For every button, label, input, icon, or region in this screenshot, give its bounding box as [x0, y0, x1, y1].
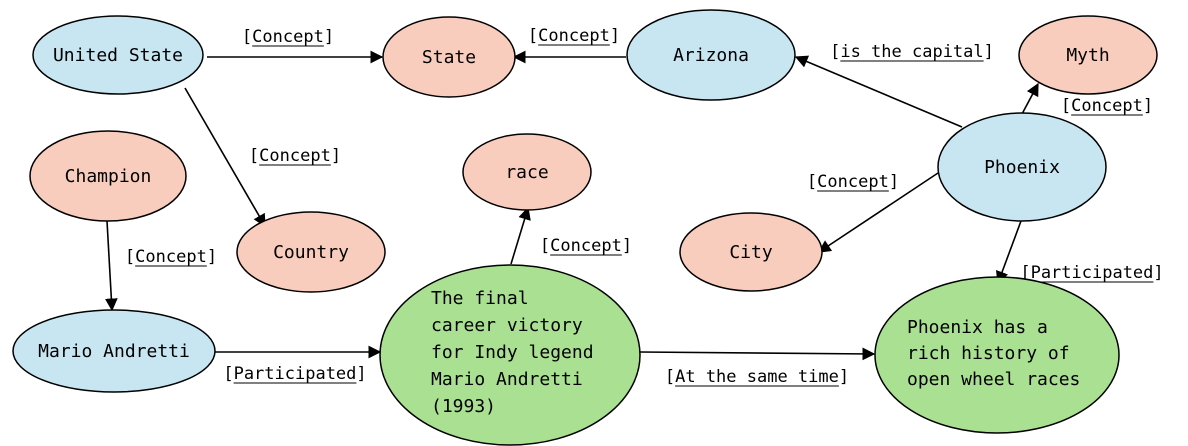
- node-myth-label: Myth: [1066, 45, 1109, 66]
- node-race: race: [462, 133, 592, 211]
- edge-label-mario-victory: [Participated]: [223, 364, 366, 384]
- edge-champion-mario: [104, 220, 118, 312]
- node-phoenix-label: Phoenix: [984, 157, 1060, 178]
- node-phoenix: Phoenix: [937, 112, 1107, 222]
- edge-phoenix-myth: [1021, 82, 1039, 115]
- edge-label-text: [Participated]: [223, 364, 366, 384]
- node-country-label: Country: [273, 242, 349, 263]
- edge-label-arizona-state: [Concept]: [528, 26, 620, 46]
- edge-label-united-state-country: [Concept]: [249, 146, 341, 166]
- edge-label-phoenix-history: [Participated]: [1020, 263, 1163, 283]
- node-country: Country: [236, 211, 386, 293]
- edge-label-text: [Concept]: [242, 27, 334, 47]
- edge-phoenix-city: [817, 172, 939, 253]
- node-united-state-label: United State: [53, 45, 183, 66]
- node-united-state: United State: [32, 15, 204, 95]
- node-state-shape: [382, 16, 516, 98]
- edge-label-text: [is the capital]: [830, 42, 994, 62]
- node-race-shape: [462, 133, 592, 211]
- edge-label-text: [Participated]: [1020, 263, 1163, 283]
- node-country-shape: [236, 211, 386, 293]
- node-city-label: City: [729, 242, 773, 263]
- event-history-line: Phoenix has a: [907, 317, 1048, 338]
- node-event-phoenix-history-shape: [874, 276, 1120, 434]
- event-victory-line: for Indy legend: [431, 342, 594, 363]
- node-champion-label: Champion: [65, 166, 152, 187]
- event-victory-line: (1993): [431, 396, 496, 417]
- edge-label-text: [Concept]: [540, 236, 632, 256]
- node-city: City: [679, 212, 823, 292]
- node-phoenix-shape: [937, 112, 1107, 222]
- edge-label-text: [At the same time]: [665, 367, 849, 387]
- edge-labels: [Concept] [Concept] [is the capital] [Co…: [125, 26, 1164, 387]
- nodes: United State Arizona Phoenix Mario Andre…: [12, 9, 1158, 446]
- edge-label-text: [Concept]: [249, 146, 341, 166]
- node-myth-shape: [1018, 15, 1158, 95]
- edges: [104, 50, 1039, 361]
- edge-label-text: [Concept]: [125, 247, 217, 267]
- event-history-line: open wheel races: [907, 369, 1080, 390]
- edge-label-phoenix-arizona: [is the capital]: [830, 42, 994, 62]
- node-champion: Champion: [29, 130, 187, 222]
- edge-label-champion-mario: [Concept]: [125, 247, 217, 267]
- event-victory-line: The final: [431, 288, 529, 309]
- edge-label-phoenix-myth: [Concept]: [1061, 96, 1153, 116]
- node-arizona-shape: [626, 9, 796, 101]
- node-state: State: [382, 16, 516, 98]
- node-champion-shape: [29, 130, 187, 222]
- event-victory-line: Mario Andretti: [431, 369, 583, 390]
- node-race-label: race: [505, 162, 548, 183]
- node-state-label: State: [422, 47, 476, 68]
- edge-label-text: [Concept]: [807, 172, 899, 192]
- node-event-phoenix-history-label: Phoenix has a rich history of open wheel…: [907, 317, 1080, 390]
- event-history-line: rich history of: [907, 343, 1070, 364]
- edge-label-phoenix-city: [Concept]: [807, 172, 899, 192]
- edge-label-text: [Concept]: [1061, 96, 1153, 116]
- node-myth: Myth: [1018, 15, 1158, 95]
- edge-label-united-state-state: [Concept]: [242, 27, 334, 47]
- node-event-victory-label: The final career victory for Indy legend…: [431, 288, 604, 417]
- edge-phoenix-arizona: [794, 55, 963, 128]
- edge-united-state-country: [184, 87, 266, 228]
- node-event-victory-shape: [379, 264, 641, 446]
- edge-victory-race: [510, 206, 531, 265]
- edge-phoenix-history: [996, 220, 1022, 285]
- node-united-state-shape: [32, 15, 204, 95]
- node-mario-andretti-shape: [12, 309, 216, 393]
- node-arizona-label: Arizona: [673, 45, 749, 66]
- edge-label-victory-history: [At the same time]: [665, 367, 849, 387]
- edge-victory-history: [639, 347, 876, 361]
- node-event-phoenix-history: Phoenix has a rich history of open wheel…: [874, 276, 1120, 434]
- edge-label-victory-race: [Concept]: [540, 236, 632, 256]
- node-mario-andretti-label: Mario Andretti: [38, 341, 190, 362]
- edge-label-text: [Concept]: [528, 26, 620, 46]
- node-arizona: Arizona: [626, 9, 796, 101]
- event-victory-line: career victory: [431, 315, 583, 336]
- node-city-shape: [679, 212, 823, 292]
- node-mario-andretti: Mario Andretti: [12, 309, 216, 393]
- node-event-victory: The final career victory for Indy legend…: [379, 264, 641, 446]
